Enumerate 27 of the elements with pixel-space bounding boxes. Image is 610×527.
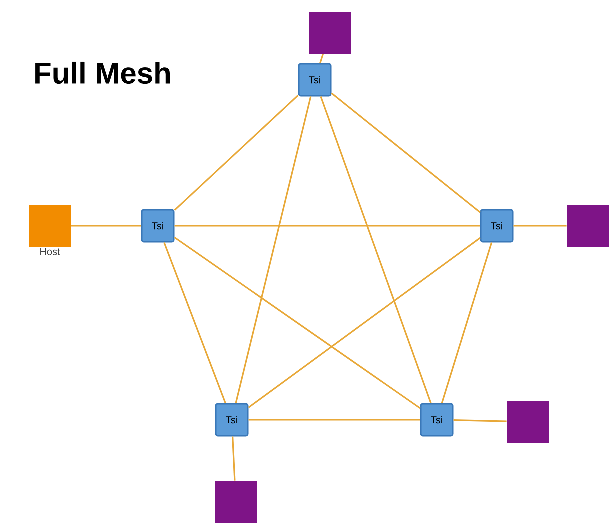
connector-line (454, 420, 507, 422)
connector-line (331, 92, 481, 214)
connector-line (235, 96, 312, 404)
connector-line (71, 225, 142, 227)
connector-line (174, 236, 421, 410)
switch-box: Tsi (298, 63, 332, 97)
connector-line (164, 242, 226, 404)
connector-line (248, 419, 420, 421)
endpoint-box (507, 400, 549, 443)
node-label: Host (40, 248, 60, 256)
endpoint-box (215, 480, 257, 523)
connector-line (320, 54, 324, 64)
connector-line (441, 242, 493, 404)
title: Full Mesh (36, 62, 170, 84)
connector-line (320, 96, 432, 404)
connector-line (514, 225, 567, 227)
connector-line (174, 94, 299, 212)
host-box: Host (29, 205, 71, 256)
connector-line (248, 238, 481, 408)
switch-box: Tsi (480, 209, 514, 243)
endpoint-box (567, 205, 609, 247)
endpoint-box (309, 12, 351, 54)
switch-box: Tsi (420, 403, 454, 437)
switch-box: Tsi (215, 403, 249, 437)
connector-line (174, 225, 480, 227)
switch-box: Tsi (141, 209, 175, 243)
connector-line (232, 436, 236, 481)
